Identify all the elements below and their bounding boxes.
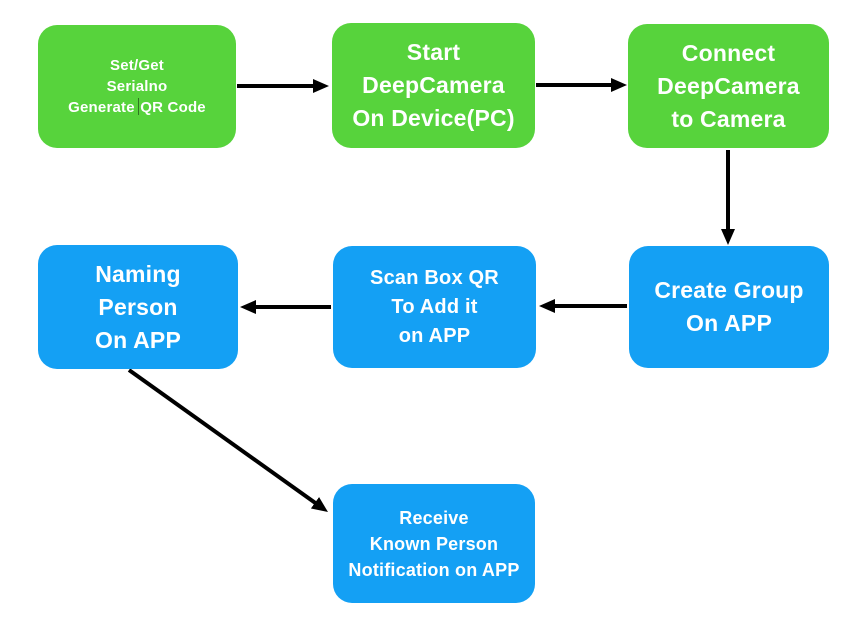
node-line: Create Group: [654, 277, 804, 303]
node-line: Known Person: [369, 533, 499, 554]
node-line-part: QR Code: [140, 99, 206, 116]
node-line: Generate QR Code: [68, 97, 206, 118]
node-line: Person: [98, 293, 178, 320]
node-naming-person: Naming Person On APP: [38, 245, 238, 369]
node-line: Connect: [681, 39, 776, 66]
node-connect-deepcamera: Connect DeepCamera to Camera: [628, 24, 829, 148]
text-cursor: [137, 98, 140, 115]
node-create-group: Create Group On APP: [629, 246, 829, 368]
node-line: Naming: [95, 260, 181, 287]
node-line: to Camera: [671, 105, 786, 132]
node-line: Receive: [399, 507, 469, 528]
node-receive-notification: Receive Known Person Notification on APP: [333, 484, 535, 603]
node-line: DeepCamera: [657, 72, 800, 99]
node-line: on APP: [398, 324, 471, 347]
node-line: To Add it: [391, 295, 478, 318]
node-line: Serialno: [106, 78, 168, 95]
node-line: On Device(PC): [352, 105, 515, 131]
node-line: DeepCamera: [362, 72, 505, 98]
node-line: Notification on APP: [348, 559, 520, 580]
arrow-naming-to-receive: [127, 368, 328, 513]
node-set-get-serialno: Set/Get Serialno Generate QR Code: [38, 25, 236, 148]
node-line: On APP: [95, 326, 181, 353]
node-line: On APP: [686, 310, 772, 336]
node-line: Set/Get: [110, 57, 164, 74]
node-line: Start: [406, 39, 461, 65]
node-line: Scan Box QR: [370, 266, 499, 289]
node-scan-box-qr: Scan Box QR To Add it on APP: [333, 246, 536, 368]
node-line-part: Generate: [68, 99, 135, 116]
node-start-deepcamera: Start DeepCamera On Device(PC): [332, 23, 535, 148]
